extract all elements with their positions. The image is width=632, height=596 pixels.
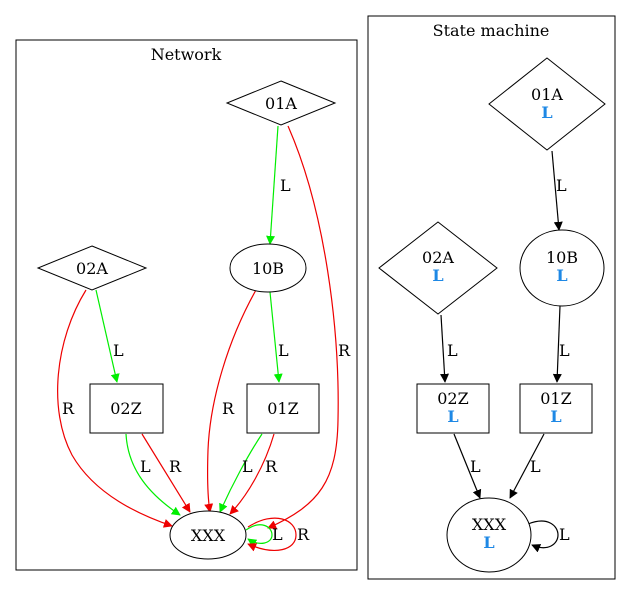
box-shape	[89, 383, 164, 434]
network-edges: L R L R L R L R L	[57, 125, 351, 552]
diamond-shape	[378, 221, 498, 315]
state-node-XXX: XXX L	[446, 497, 532, 573]
edge-label-01Z-XXX: L	[530, 457, 541, 476]
state-machine-cluster: State machine L L L L L L 01A L	[367, 15, 616, 580]
diamond-shape	[225, 80, 337, 126]
state-node-01A: 01A L	[488, 57, 606, 151]
node-sublabel: L	[432, 266, 443, 285]
node-label: 10B	[252, 259, 284, 278]
node-label: 01Z	[540, 389, 571, 408]
edge-02Z-XXX	[453, 433, 482, 499]
edge-label-10B-01Z: L	[278, 341, 289, 360]
edge-label-XXX-self: L	[559, 525, 570, 544]
edge-01Z-XXX-R	[229, 433, 275, 515]
edge-label-02Z-XXX-L: L	[140, 457, 151, 476]
node-label: 01Z	[267, 399, 298, 418]
edge-label-01A-XXX: R	[338, 341, 351, 360]
network-node-02Z: 02Z	[89, 383, 164, 434]
node-sublabel: L	[541, 103, 552, 122]
box-shape	[246, 383, 320, 434]
edge-10B-XXX	[204, 289, 257, 513]
state-machine-nodes: 01A L 02A L 10B L 02Z L 01Z L	[378, 57, 606, 573]
edge-label-02Z-XXX-R: R	[169, 457, 182, 476]
edge-label-02A-XXX: R	[62, 399, 75, 418]
node-label: XXX	[472, 515, 507, 534]
edge-label-01A-10B: L	[556, 176, 567, 195]
edge-01Z-XXX	[509, 433, 545, 499]
edge-02A-02Z	[440, 314, 450, 383]
ellipse-shape	[229, 243, 307, 293]
node-label: 01A	[265, 94, 297, 113]
edge-label-XXX-self-R: R	[297, 525, 310, 544]
edge-label-01Z-XXX-R: R	[265, 457, 278, 476]
box-shape	[519, 383, 593, 434]
ellipse-shape	[519, 229, 605, 307]
node-sublabel: L	[447, 407, 458, 426]
network-cluster: Network L R L R L R L	[15, 39, 358, 571]
edge-01Z-XXX-L	[219, 433, 263, 513]
network-node-02A: 02A	[36, 245, 148, 291]
diamond-shape	[488, 57, 606, 151]
edge-02A-02Z	[95, 289, 120, 383]
network-node-10B: 10B	[229, 243, 307, 293]
edge-label-10B-XXX: R	[222, 399, 235, 418]
edge-label-02A-02Z: L	[113, 341, 124, 360]
edge-label-10B-01Z: L	[559, 341, 570, 360]
edge-label-XXX-self-L: L	[272, 525, 283, 544]
edge-02A-XXX	[57, 289, 173, 528]
diamond-shape	[36, 245, 148, 291]
edge-10B-01Z	[552, 305, 562, 383]
state-node-10B: 10B L	[519, 229, 605, 307]
node-label: 02Z	[437, 389, 468, 408]
ellipse-shape	[169, 510, 247, 560]
state-node-01Z: 01Z L	[519, 383, 593, 434]
edge-02Z-XXX-L	[125, 433, 181, 516]
edge-02Z-XXX-R	[141, 433, 191, 513]
network-node-01Z: 01Z	[246, 383, 320, 434]
network-cluster-border	[15, 39, 358, 571]
node-label: 02A	[76, 259, 108, 278]
state-machine-title: State machine	[433, 21, 550, 40]
node-sublabel: L	[550, 407, 561, 426]
node-sublabel: L	[556, 266, 567, 285]
edge-01A-10B	[551, 150, 563, 231]
node-label: 10B	[546, 248, 578, 267]
network-title: Network	[151, 45, 222, 64]
node-label: 02Z	[110, 399, 141, 418]
state-node-02A: 02A L	[378, 221, 498, 315]
node-label: XXX	[191, 526, 226, 545]
node-label: 01A	[531, 85, 563, 104]
state-machine-cluster-border	[367, 15, 616, 580]
box-shape	[416, 383, 490, 434]
network-node-XXX: XXX	[169, 510, 247, 560]
edge-01A-10B	[266, 125, 279, 245]
edge-label-02A-02Z: L	[447, 341, 458, 360]
edge-01A-XXX	[267, 125, 339, 529]
edge-XXX-self-L	[245, 524, 273, 548]
edge-label-02Z-XXX: L	[470, 457, 481, 476]
edge-XXX-self-R	[247, 517, 297, 552]
edge-label-01A-10B: L	[280, 176, 291, 195]
ellipse-shape	[446, 497, 532, 573]
edge-10B-01Z	[269, 291, 283, 383]
node-label: 02A	[422, 248, 454, 267]
edge-XXX-self	[527, 520, 559, 553]
edge-label-01Z-XXX-L: L	[242, 457, 253, 476]
network-nodes: 01A 02A 10B 02Z 01Z XXX	[36, 80, 337, 560]
node-sublabel: L	[483, 533, 494, 552]
state-node-02Z: 02Z L	[416, 383, 490, 434]
state-machine-edges: L L L L L L	[440, 150, 570, 553]
network-node-01A: 01A	[225, 80, 337, 126]
